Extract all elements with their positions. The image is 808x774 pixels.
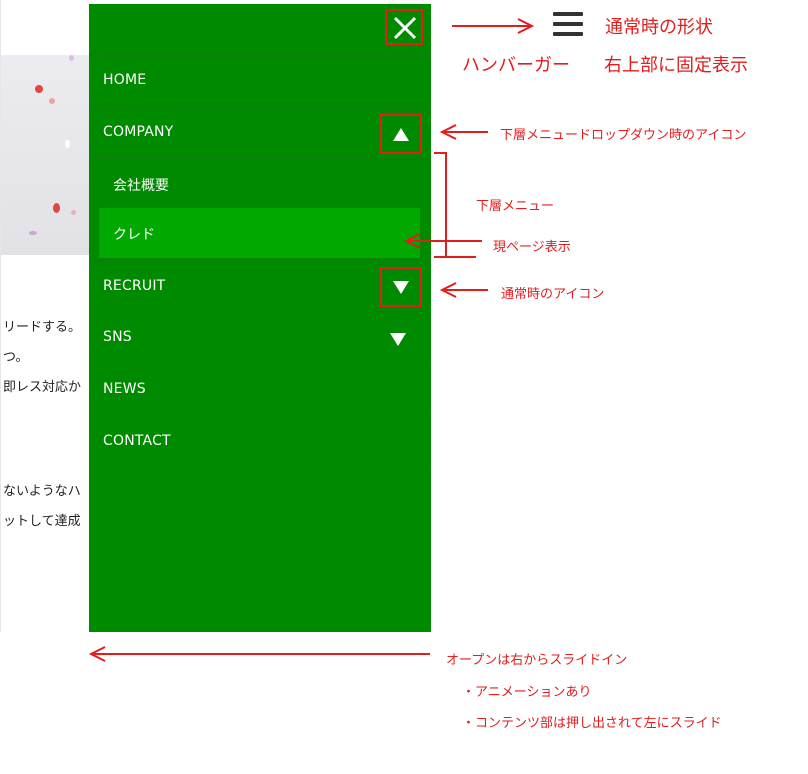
menu-item-news[interactable]: NEWS bbox=[89, 364, 431, 416]
submenu-label: 会社概要 bbox=[113, 178, 169, 194]
annotation-fixed: 右上部に固定表示 bbox=[604, 55, 748, 76]
menu-item-home[interactable]: HOME bbox=[89, 55, 431, 107]
annotation-slide-in: オープンは右からスライドイン bbox=[446, 653, 628, 668]
menu-item-company[interactable]: COMPANY bbox=[89, 107, 431, 159]
page-content: リードする。 つ。 即レス対応か ないようなハ ットして達成 bbox=[0, 0, 93, 632]
annotation-normal-icon: 通常時のアイコン bbox=[501, 287, 605, 302]
content-line: リードする。 bbox=[3, 320, 82, 335]
menu-label: NEWS bbox=[103, 381, 146, 397]
content-line: つ。 bbox=[3, 350, 29, 365]
menu-item-contact[interactable]: CONTACT bbox=[89, 416, 431, 468]
annotation-normal-shape: 通常時の形状 bbox=[605, 17, 713, 38]
content-line: ないようなハ bbox=[3, 484, 81, 499]
dropdown-toggle-company[interactable] bbox=[380, 114, 422, 154]
submenu-label: クレド bbox=[113, 227, 155, 243]
content-line: ットして達成 bbox=[3, 514, 81, 529]
hamburger-icon[interactable] bbox=[553, 12, 583, 42]
divider bbox=[89, 54, 431, 55]
triangle-up-icon bbox=[393, 128, 409, 141]
dropdown-toggle-recruit[interactable] bbox=[380, 267, 422, 307]
submenu-item-overview[interactable]: 会社概要 bbox=[89, 159, 431, 209]
menu-label: HOME bbox=[103, 72, 147, 88]
close-button[interactable] bbox=[385, 9, 423, 45]
annotation-hamburger: ハンバーガー bbox=[462, 55, 570, 76]
annotation-submenu: 下層メニュー bbox=[476, 199, 555, 214]
annotation-dropdown-icon: 下層メニュードロップダウン時のアイコン bbox=[500, 128, 747, 143]
menu-item-sns[interactable]: SNS bbox=[89, 312, 431, 364]
submenu-item-credo-current[interactable]: クレド bbox=[99, 208, 420, 258]
menu-item-recruit[interactable]: RECRUIT bbox=[89, 260, 431, 312]
menu-label: RECRUIT bbox=[103, 278, 166, 294]
annotation-current-page: 現ページ表示 bbox=[493, 240, 571, 255]
menu-label: COMPANY bbox=[103, 124, 174, 140]
menu-label: SNS bbox=[103, 329, 132, 345]
triangle-down-icon bbox=[393, 281, 409, 294]
content-line: 即レス対応か bbox=[3, 380, 82, 395]
annotation-animation: ・アニメーションあり bbox=[462, 685, 592, 700]
hero-image bbox=[1, 55, 93, 255]
close-icon bbox=[393, 16, 417, 40]
triangle-down-icon[interactable] bbox=[390, 333, 406, 346]
drawer-menu: HOME COMPANY 会社概要 クレド RECRUIT SNS NEWS C… bbox=[89, 4, 431, 632]
annotation-push-content: ・コンテンツ部は押し出されて左にスライド bbox=[462, 716, 722, 731]
menu-label: CONTACT bbox=[103, 433, 171, 449]
